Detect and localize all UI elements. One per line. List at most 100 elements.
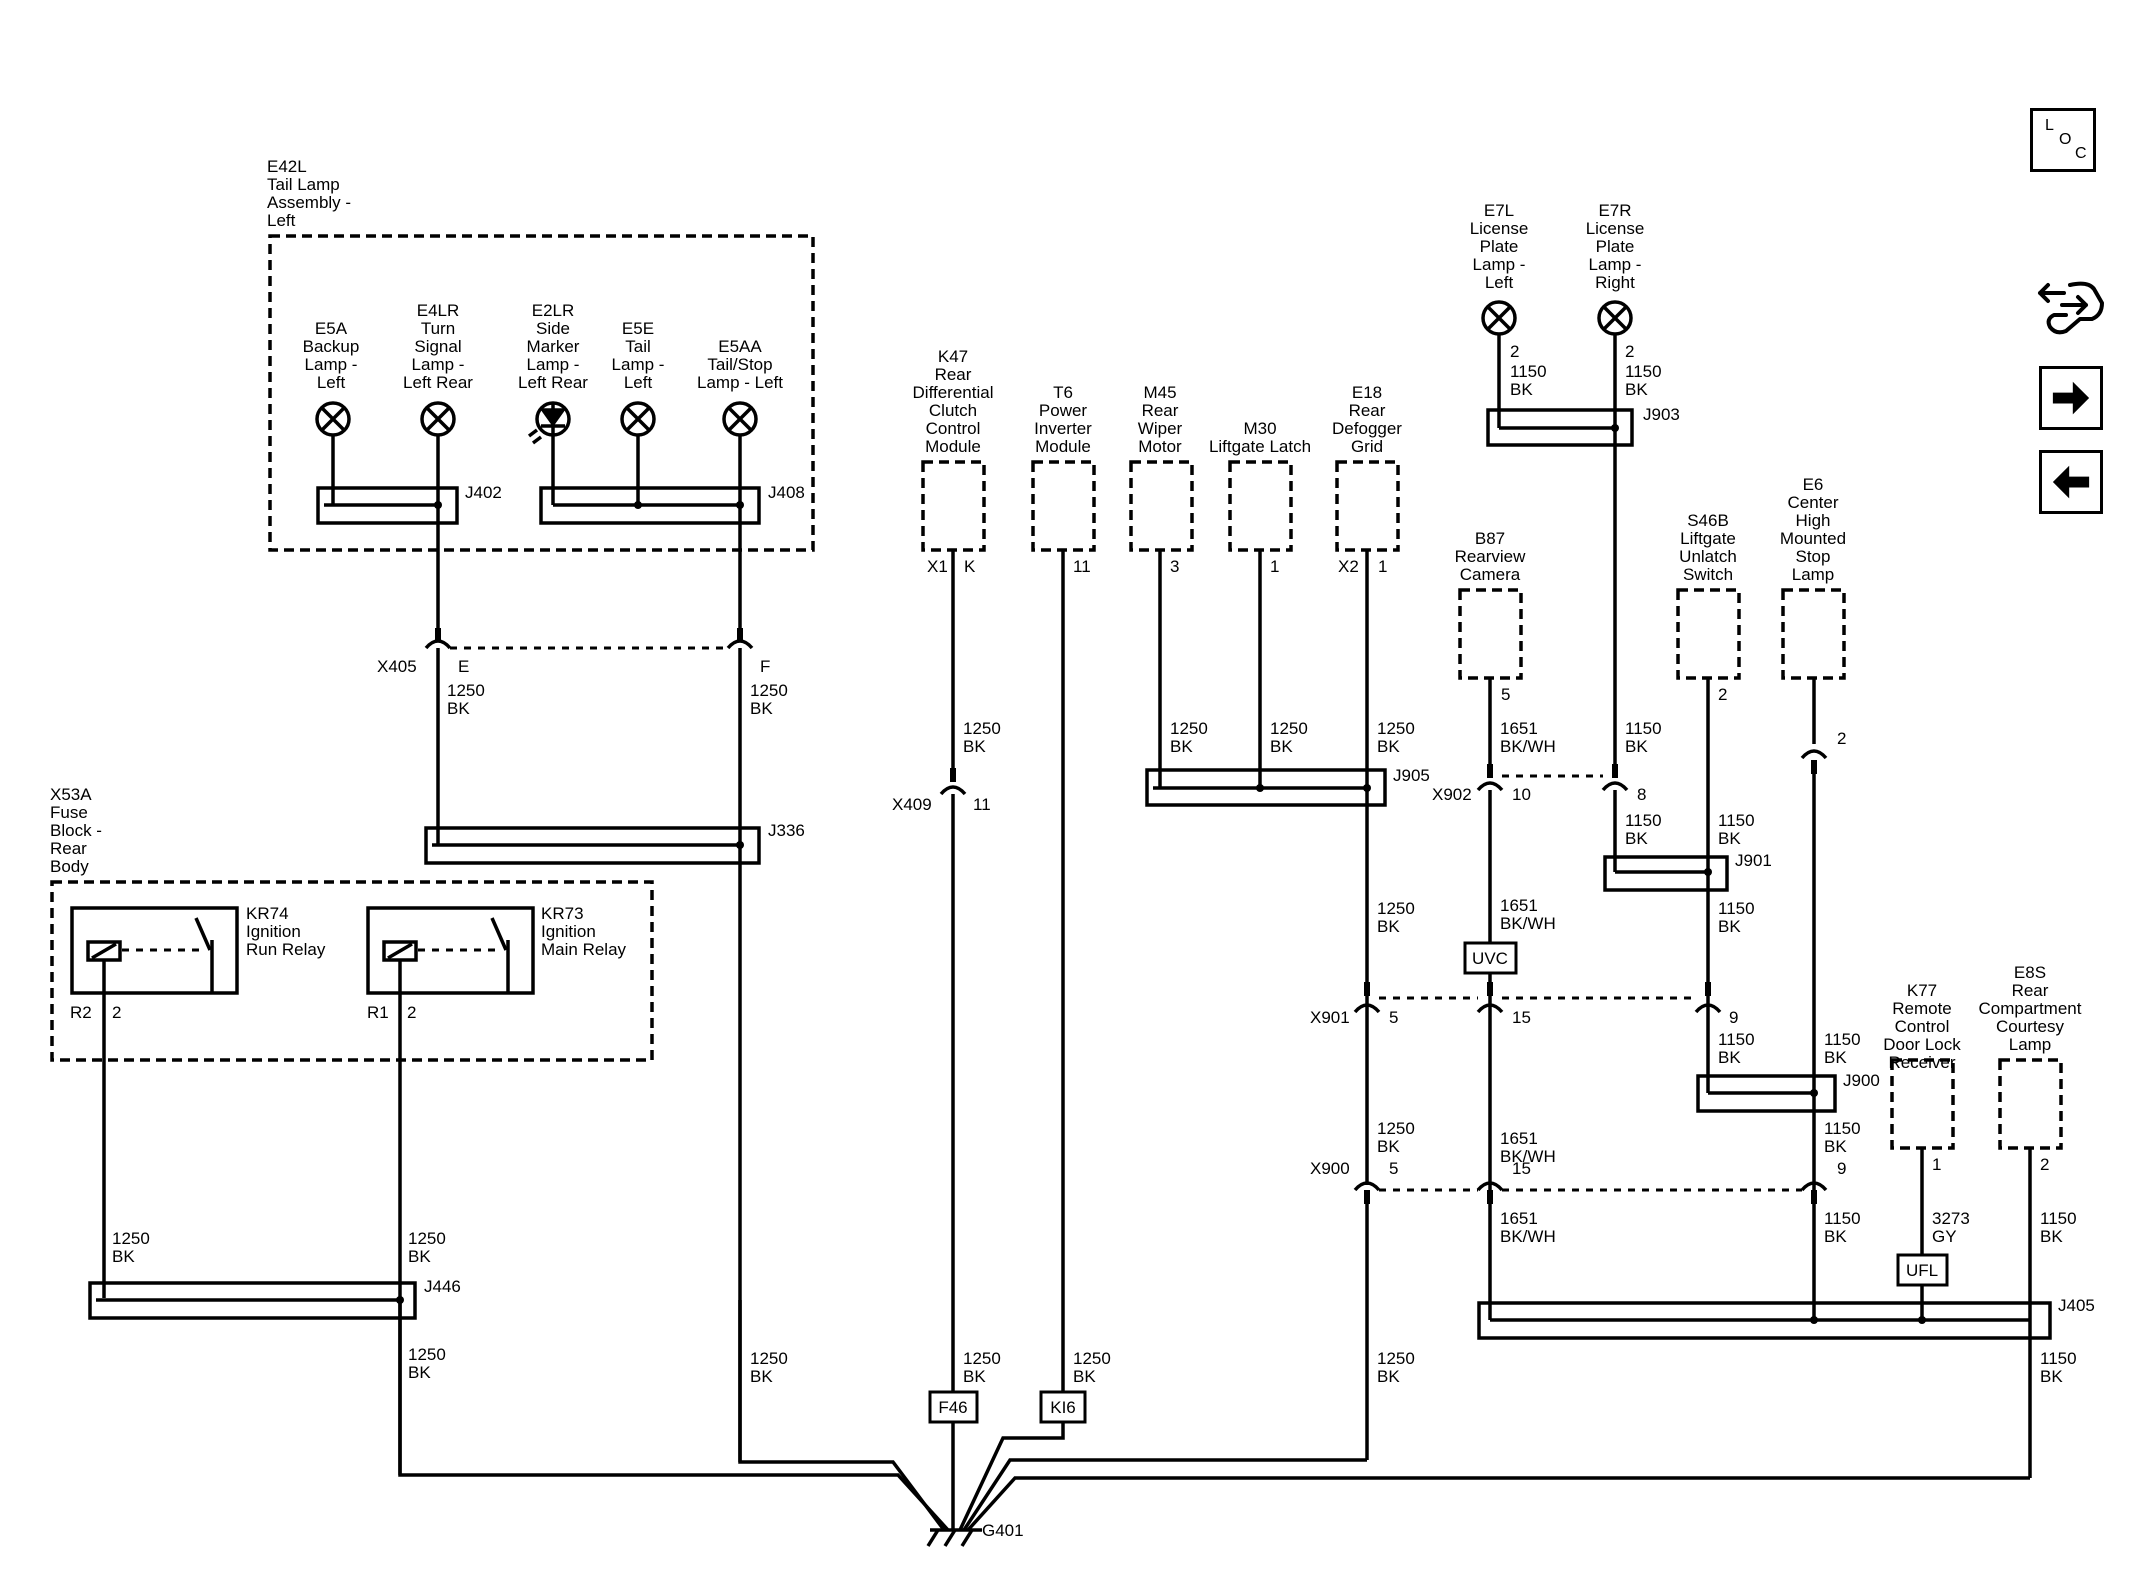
module-t6-box (1031, 460, 1096, 552)
svg-text:Left: Left (267, 211, 296, 230)
svg-text:E5AA: E5AA (718, 337, 762, 356)
wire-circuit: 1150 (2040, 1349, 2077, 1368)
wire-circuit: 1250 (1073, 1349, 1111, 1368)
svg-text:Assembly -: Assembly - (267, 193, 351, 212)
wire-circuit: 1150 (1625, 811, 1662, 830)
svg-text:X53A: X53A (50, 785, 92, 804)
svg-text:Liftgate: Liftgate (1680, 529, 1736, 548)
svg-text:E2LR: E2LR (532, 301, 575, 320)
svg-text:Rear: Rear (935, 365, 972, 384)
wire-circuit: 1250 (1377, 719, 1415, 738)
svg-text:E7R: E7R (1598, 201, 1631, 220)
module-k47-box (921, 460, 986, 552)
svg-text:Marker: Marker (527, 337, 580, 356)
fuse-block-box (50, 880, 654, 1062)
connector-x409-label: X409 (892, 795, 932, 814)
svg-text:Module: Module (925, 437, 981, 456)
module-m45-box (1129, 460, 1194, 552)
module-s46b-box (1676, 588, 1741, 680)
svg-text:Left: Left (317, 373, 346, 392)
wire-color: BK (1625, 737, 1648, 756)
svg-text:Backup: Backup (303, 337, 360, 356)
relay-kr74-pin: 2 (112, 1003, 121, 1022)
loc-letter: L (2045, 117, 2054, 134)
svg-text:Control: Control (1895, 1017, 1950, 1036)
forward-button[interactable] (2039, 366, 2103, 430)
svg-text:Door Lock: Door Lock (1883, 1035, 1961, 1054)
connector-x902-label: X902 (1432, 785, 1472, 804)
ground-bus (398, 1300, 2030, 1532)
svg-text:E7L: E7L (1484, 201, 1514, 220)
wire-color: BK/WH (1500, 737, 1556, 756)
wire-circuit: 1150 (1510, 362, 1547, 381)
wire-circuit: 1250 (963, 719, 1001, 738)
svg-text:Wiper: Wiper (1138, 419, 1183, 438)
connector-x901-pin-9: 9 (1729, 1008, 1738, 1027)
lamp-e7l-label: E7L License Plate Lamp - Left (1470, 201, 1529, 292)
svg-text:Inverter: Inverter (1034, 419, 1092, 438)
svg-text:Receiver: Receiver (1888, 1053, 1955, 1072)
svg-text:Run Relay: Run Relay (246, 940, 326, 959)
loc-letter: O (2059, 131, 2072, 148)
svg-text:Center: Center (1787, 493, 1838, 512)
svg-text:Tail Lamp: Tail Lamp (267, 175, 340, 194)
svg-text:E42L: E42L (267, 157, 307, 176)
back-button[interactable] (2039, 450, 2103, 514)
fuse-block-title: X53A Fuse Block - Rear Body (50, 785, 102, 876)
wire-color: BK (963, 737, 986, 756)
connector-x901-pin-5: 5 (1389, 1008, 1398, 1027)
module-k47-conn: X1 (927, 557, 948, 576)
wire-color: BK/WH (1500, 914, 1556, 933)
splice-pack-j336 (424, 826, 761, 865)
lamp-e7r-pin: 2 (1625, 342, 1634, 361)
connector-x405-label: X405 (377, 657, 417, 676)
wire-color: BK (1510, 380, 1533, 399)
svg-text:E5A: E5A (315, 319, 348, 338)
svg-text:Plate: Plate (1480, 237, 1519, 256)
wire-circuit: 1651 (1500, 896, 1538, 915)
svg-text:Ignition: Ignition (246, 922, 301, 941)
svg-text:Power: Power (1039, 401, 1088, 420)
wire-circuit: 1250 (408, 1345, 446, 1364)
relay-kr73-conn: R1 (367, 1003, 389, 1022)
svg-text:Tail: Tail (625, 337, 651, 356)
wire-color: BK (1377, 1137, 1400, 1156)
svg-text:Differential: Differential (913, 383, 994, 402)
wire-circuit: 1651 (1500, 1129, 1538, 1148)
svg-text:Body: Body (50, 857, 89, 876)
wire-circuit: 1250 (447, 681, 485, 700)
wire-circuit: 1250 (112, 1229, 150, 1248)
wire-color: BK/WH (1500, 1227, 1556, 1246)
label-f46: F46 (938, 1398, 967, 1417)
module-m30-pin: 1 (1270, 557, 1279, 576)
lamp-e2lr-label: E2LR Side Marker Lamp - Left Rear (518, 301, 588, 392)
wire-circuit: 1250 (1377, 899, 1415, 918)
module-k47-label: K47 Rear Differential Clutch Control Mod… (913, 347, 994, 456)
module-s46b-pin: 2 (1718, 685, 1727, 704)
lamp-e5a-label: E5A Backup Lamp - Left (303, 319, 360, 392)
svg-text:Motor: Motor (1138, 437, 1182, 456)
svg-text:Control: Control (926, 419, 981, 438)
ground-icon (926, 1528, 982, 1547)
splice-j900-label: J900 (1843, 1071, 1880, 1090)
wire-color: BK (408, 1363, 431, 1382)
svg-text:Left Rear: Left Rear (403, 373, 473, 392)
relay-kr74-label: KR74 Ignition Run Relay (246, 904, 326, 959)
led-icon (527, 401, 571, 445)
splice-pack-j900 (1696, 1074, 1837, 1113)
relay-kr73-pin: 2 (407, 1003, 416, 1022)
wire-color: BK (1718, 917, 1741, 936)
svg-text:Clutch: Clutch (929, 401, 977, 420)
diagnostic-icon[interactable] (2036, 275, 2108, 339)
splice-j905-label: J905 (1393, 766, 1430, 785)
location-button[interactable]: L O C (2030, 108, 2096, 172)
svg-text:Stop: Stop (1796, 547, 1831, 566)
svg-text:Lamp -: Lamp - (1473, 255, 1526, 274)
svg-text:KR74: KR74 (246, 904, 289, 923)
tail-lamp-assembly-box (268, 234, 815, 552)
arrow-left-icon (2052, 465, 2090, 499)
splice-j901-label: J901 (1735, 851, 1772, 870)
relay-kr74 (70, 906, 239, 995)
relay-kr74-conn: R2 (70, 1003, 92, 1022)
wire-color: BK (2040, 1367, 2063, 1386)
